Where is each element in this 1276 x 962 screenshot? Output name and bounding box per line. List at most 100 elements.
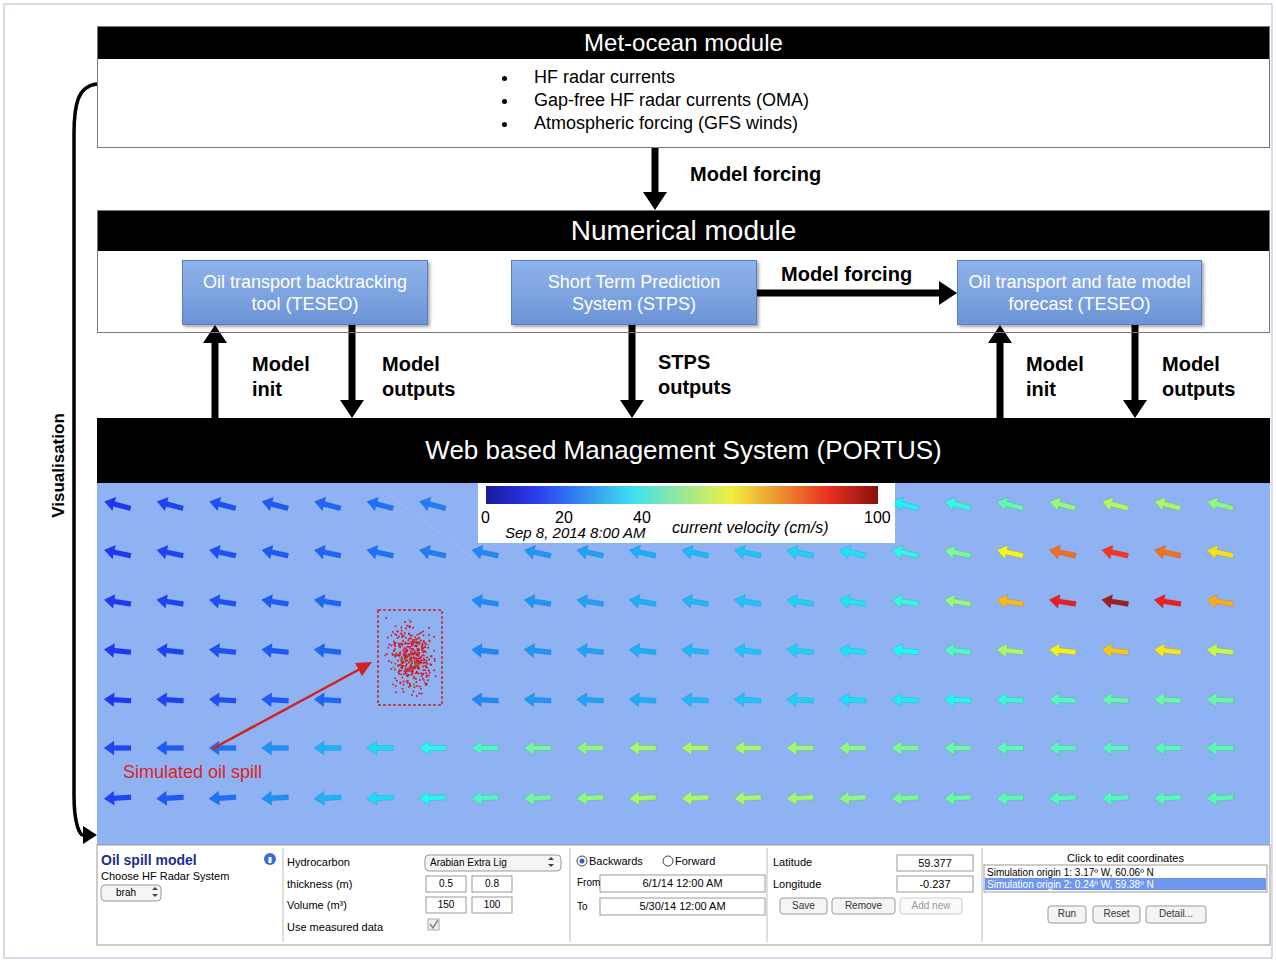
oil-particle [385, 617, 387, 619]
module-band: Met-ocean moduleHF radar currentsGap-fre… [97, 26, 1270, 148]
oil-particle [430, 664, 432, 666]
oil-particle [433, 669, 435, 671]
current-arrow [839, 692, 867, 707]
current-arrow [996, 692, 1024, 707]
current-arrow [1205, 495, 1235, 516]
oil-particle [426, 676, 428, 678]
oil-particle [413, 667, 415, 669]
selected-row [985, 878, 1266, 890]
edge-label: Model forcing [690, 162, 860, 187]
oil-particle [420, 639, 422, 641]
oil-particle [423, 641, 425, 643]
oil-particle [405, 637, 407, 639]
panel-text: Backwards [589, 855, 643, 868]
oil-particle [426, 660, 428, 662]
oil-particle [424, 659, 426, 661]
current-arrow [366, 790, 394, 805]
checkbox [428, 919, 439, 930]
oil-particles [384, 617, 437, 697]
oil-particle [396, 630, 398, 632]
oil-particle [388, 643, 390, 645]
oil-particle [400, 659, 402, 661]
current-arrow [208, 593, 237, 611]
oil-particle [393, 641, 395, 643]
current-arrow [471, 692, 499, 707]
band-title: Numerical module [98, 211, 1269, 251]
oil-particle [399, 651, 401, 653]
oil-particle [424, 661, 426, 663]
oil-particle [414, 667, 416, 669]
oil-particle [398, 655, 400, 657]
current-arrow [1206, 692, 1234, 707]
oil-particle [418, 693, 420, 695]
oil-particle [421, 645, 423, 647]
current-arrow [261, 790, 289, 805]
oil-particle [417, 637, 419, 639]
current-arrow [734, 692, 762, 707]
panel-text: 150 [426, 899, 466, 911]
oil-particle [416, 646, 418, 648]
callout-label: Simulated oil spill [123, 762, 262, 783]
oil-particle [414, 663, 416, 665]
oil-particle [411, 660, 413, 662]
oil-particle [399, 646, 401, 648]
oil-particle [431, 655, 433, 657]
oil-particle [397, 631, 399, 633]
current-arrow [1100, 543, 1129, 562]
current-arrow [733, 643, 761, 660]
process-box: Oil transport backtracking tool (TESEO) [182, 260, 428, 325]
current-arrow [1154, 790, 1182, 805]
oil-particle [395, 655, 397, 657]
oil-particle [413, 677, 415, 679]
oil-particle [394, 633, 396, 635]
oil-particle [427, 647, 429, 649]
oil-particle [400, 667, 402, 669]
arrow-head [340, 400, 364, 418]
colorbar-label: 100 [864, 509, 891, 527]
oil-particle [411, 670, 413, 672]
info-icon [264, 853, 276, 865]
current-arrow [524, 790, 552, 805]
oil-particle [413, 657, 415, 659]
oil-particle [410, 653, 412, 655]
current-arrow [209, 692, 237, 707]
current-arrow [156, 593, 185, 611]
oil-particle [410, 674, 412, 676]
panel-text: brah [101, 887, 151, 899]
bullet-dot [502, 99, 507, 104]
oil-particle [390, 635, 392, 637]
current-arrow [891, 593, 920, 611]
spill-pointer [212, 662, 372, 749]
oil-particle [411, 648, 413, 650]
oil-particle [414, 685, 416, 687]
current-arrow [313, 495, 343, 516]
map-ground [97, 483, 1270, 845]
oil-particle [411, 654, 413, 656]
current-arrow [103, 593, 132, 611]
input-frames [101, 855, 1267, 923]
oil-particle [384, 655, 386, 657]
oil-particle [402, 658, 404, 660]
oil-particle [416, 653, 418, 655]
current-arrow [208, 495, 238, 516]
connector [757, 290, 939, 297]
oil-particle [418, 667, 420, 669]
current-arrow [838, 593, 867, 611]
oil-particle [394, 645, 396, 647]
panel-text: Remove [832, 900, 895, 912]
current-arrow [681, 643, 709, 660]
oil-particle [425, 672, 427, 674]
panel-text: Choose HF Radar System [101, 870, 229, 883]
oil-particle [390, 668, 392, 670]
panel-text: Simulation origin 1: 3.17º W, 60.06º N [987, 867, 1154, 879]
edge-label: Model init [1026, 352, 1118, 402]
oil-particle [416, 695, 418, 697]
current-arrow [1049, 741, 1076, 755]
panel-text: 6/1/14 12:00 AM [600, 877, 765, 890]
oil-particle [397, 637, 399, 639]
current-arrow [104, 692, 132, 707]
current-arrow [1154, 741, 1181, 755]
panel-text: Longitude [773, 878, 821, 891]
current-arrow [1153, 643, 1181, 660]
current-arrow [260, 495, 290, 516]
